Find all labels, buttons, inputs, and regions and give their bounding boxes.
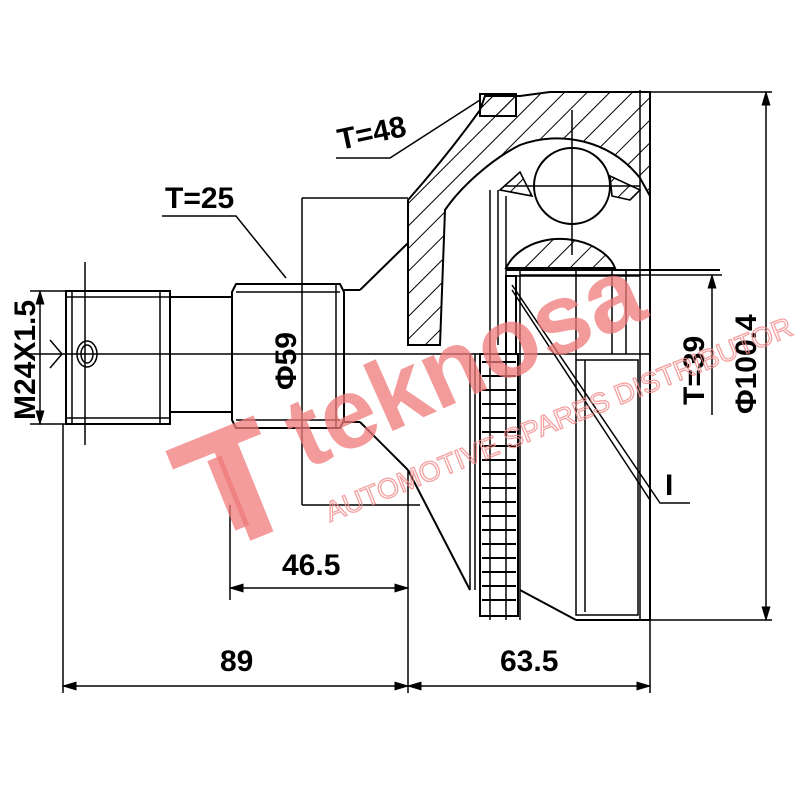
teeth-shaft-label: T=25 — [165, 182, 234, 215]
housing-length-dim: 63.5 — [500, 645, 558, 678]
part-marker-label: I — [665, 469, 673, 502]
spline-shaft — [231, 283, 360, 429]
labels: M24X1.5 T=25 T=48 Φ59 T=39 Φ100.4 I 46.5… — [9, 110, 763, 678]
shaft-diameter-label: Φ59 — [270, 332, 303, 390]
outer-diameter-label: Φ100.4 — [730, 314, 763, 414]
threaded-end — [49, 262, 171, 445]
teeth-housing-label: T=48 — [335, 110, 410, 157]
outer-housing — [359, 90, 720, 621]
teeth-inner-label: T=39 — [678, 336, 711, 405]
shaft-neck — [170, 296, 232, 413]
thread-label: M24X1.5 — [9, 300, 42, 420]
overall-left-dim: 89 — [220, 645, 253, 678]
watermark-logo-icon — [165, 415, 274, 541]
stub-length-dim: 46.5 — [282, 549, 340, 582]
dimension-lines — [30, 90, 772, 693]
abs-tone-ring — [469, 353, 519, 617]
